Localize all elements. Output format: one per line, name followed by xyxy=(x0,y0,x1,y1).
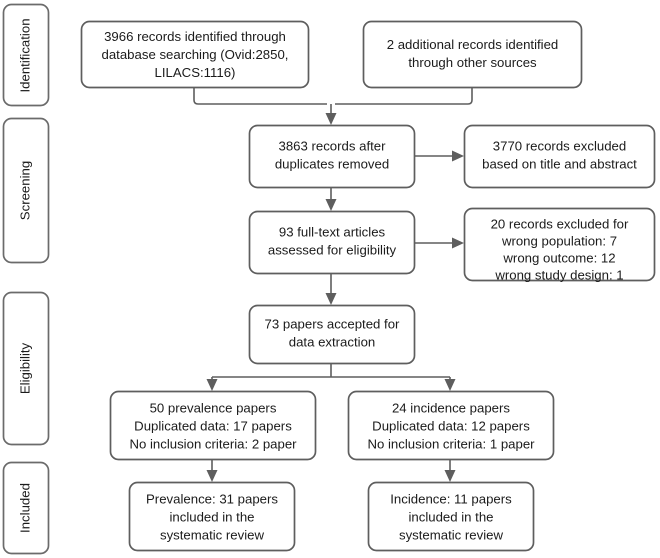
node-line: through other sources xyxy=(408,55,537,70)
connector-layer xyxy=(193,87,473,482)
node-line: systematic review xyxy=(399,527,504,542)
stage-identification-box xyxy=(2,3,50,107)
node-line: 3770 records excluded xyxy=(493,138,626,153)
node-line: based on title and abstract xyxy=(482,156,637,171)
arrow-head-icon xyxy=(325,113,337,125)
connector-prevalence-to-included xyxy=(206,459,218,482)
node-line: 2 additional records identified xyxy=(387,37,559,52)
node-prevalence-papers: 50 prevalence papers Duplicated data: 17… xyxy=(109,390,317,461)
stage-screening: Screening xyxy=(2,117,50,264)
node-line: 24 incidence papers xyxy=(392,400,510,415)
node-line: data extraction xyxy=(289,334,376,349)
stage-included: Included xyxy=(2,461,50,555)
stage-screening-label: Screening xyxy=(17,161,32,220)
node-records-excluded-reasons-box xyxy=(463,207,656,282)
node-papers-accepted-data-extraction: 73 papers accepted for data extraction xyxy=(248,304,416,365)
connector-incidence-to-included xyxy=(444,459,456,482)
connector-accepted-split xyxy=(212,363,450,378)
connector-down-into-duplicates xyxy=(325,104,337,125)
node-line: 3966 records identified through xyxy=(104,29,286,44)
connector-duplicates-to-excluded-title xyxy=(414,150,464,162)
node-line: assessed for eligibility xyxy=(268,242,397,257)
stage-included-box xyxy=(2,461,50,555)
connector-fulltext-to-excluded-reasons xyxy=(414,237,464,249)
node-records-after-duplicates-removed-box xyxy=(248,124,416,189)
node-line: systematic review xyxy=(160,527,265,542)
arrow-head-icon xyxy=(452,237,464,249)
node-line: 20 records excluded for xyxy=(491,216,629,231)
connector-accepted-to-incidence xyxy=(444,377,456,391)
stage-identification-label: Identification xyxy=(17,18,32,92)
node-line: wrong study design: 1 xyxy=(494,267,623,282)
node-line: Incidence: 11 papers xyxy=(390,491,512,506)
node-incidence-papers-box xyxy=(347,390,555,461)
node-line: 93 full-text articles xyxy=(279,224,386,239)
node-additional-records-other-sources: 2 additional records identified through … xyxy=(362,20,583,89)
node-layer: 3966 records identified through database… xyxy=(80,20,656,552)
node-line: database searching (Ovid:2850, xyxy=(102,47,289,62)
node-incidence-papers: 24 incidence papers Duplicated data: 12 … xyxy=(347,390,555,461)
node-line: 50 prevalence papers xyxy=(150,400,277,415)
stage-eligibility: Eligibility xyxy=(2,291,50,446)
stage-rail: Identification Screening Eligibility Inc… xyxy=(2,3,50,555)
node-line: wrong outcome: 12 xyxy=(502,250,615,265)
node-records-excluded-title-abstract: 3770 records excluded based on title and… xyxy=(463,124,656,189)
node-records-identified-database-box xyxy=(80,20,310,89)
node-line: LILACS:1116) xyxy=(155,65,236,80)
node-prevalence-papers-box xyxy=(109,390,317,461)
node-line: duplicates removed xyxy=(275,156,389,171)
node-records-excluded-reasons: 20 records excluded for wrong population… xyxy=(463,207,656,282)
connector-duplicates-to-fulltext xyxy=(325,187,337,211)
stage-included-label: Included xyxy=(17,483,32,533)
arrow-head-icon xyxy=(444,379,456,391)
connector-merge-identification-to-screening xyxy=(193,87,327,105)
stage-screening-box xyxy=(2,117,50,264)
node-records-identified-database: 3966 records identified through database… xyxy=(80,20,310,89)
node-line: included in the xyxy=(408,509,493,524)
connector-fulltext-to-accepted xyxy=(325,273,337,305)
node-line: Duplicated data: 12 papers xyxy=(372,418,530,433)
arrow-head-icon xyxy=(444,470,456,482)
node-incidence-included-box xyxy=(367,481,535,552)
node-line: 73 papers accepted for xyxy=(265,316,401,331)
node-line: Duplicated data: 17 papers xyxy=(134,418,292,433)
node-additional-records-other-sources-box xyxy=(362,20,583,89)
node-prevalence-included-box xyxy=(128,481,296,552)
node-papers-accepted-data-extraction-box xyxy=(248,304,416,365)
node-records-excluded-title-abstract-box xyxy=(463,124,656,189)
node-records-after-duplicates-removed: 3863 records after duplicates removed xyxy=(248,124,416,189)
node-line: wrong population: 7 xyxy=(501,233,617,248)
node-line: included in the xyxy=(169,509,254,524)
connector-accepted-to-prevalence xyxy=(206,377,218,391)
stage-eligibility-label: Eligibility xyxy=(17,342,32,394)
node-full-text-articles-assessed: 93 full-text articles assessed for eligi… xyxy=(248,210,416,275)
node-line: Prevalence: 31 papers xyxy=(146,491,278,506)
node-line: 3863 records after xyxy=(278,138,386,153)
connector-merge-other-sources-to-screening xyxy=(335,87,473,105)
node-prevalence-included: Prevalence: 31 papers included in the sy… xyxy=(128,481,296,552)
arrow-head-icon xyxy=(325,293,337,305)
node-line: No inclusion criteria: 1 paper xyxy=(367,436,535,451)
node-incidence-included: Incidence: 11 papers included in the sys… xyxy=(367,481,535,552)
node-full-text-articles-assessed-box xyxy=(248,210,416,275)
stage-eligibility-box xyxy=(2,291,50,446)
stage-identification: Identification xyxy=(2,3,50,107)
arrow-head-icon xyxy=(206,379,218,391)
arrow-head-icon xyxy=(325,199,337,211)
arrow-head-icon xyxy=(206,470,218,482)
arrow-head-icon xyxy=(452,150,464,162)
node-line: No inclusion criteria: 2 paper xyxy=(129,436,297,451)
